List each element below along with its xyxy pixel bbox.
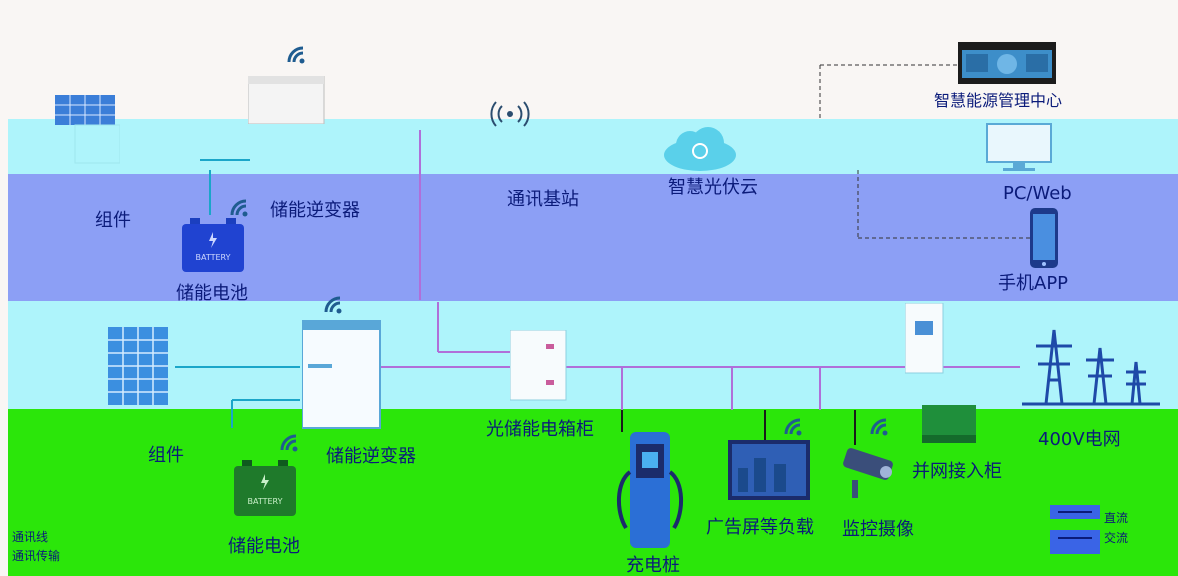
phone-icon xyxy=(1030,208,1058,268)
wifi-icon xyxy=(868,412,894,436)
ad-screen-icon xyxy=(728,440,810,500)
camera-label: 监控摄像 xyxy=(842,519,914,540)
top-battery-label: 储能电池 xyxy=(176,283,248,304)
legend-dc-line-icon xyxy=(1050,505,1100,519)
legend-comm-line: 通讯线 xyxy=(12,530,49,544)
cloud-icon xyxy=(664,127,736,171)
grid-label: 400V电网 xyxy=(1038,429,1121,450)
phone-label: 手机APP xyxy=(998,273,1069,294)
legend-comm-transfer: 通讯传输 xyxy=(12,549,61,563)
solar-panel-icon xyxy=(108,327,168,405)
grid-cabinet-label: 并网接入柜 xyxy=(912,461,1002,482)
band-green xyxy=(8,409,1178,576)
bottom-module-label: 组件 xyxy=(148,445,184,466)
camera-icon xyxy=(843,448,893,498)
wifi-icon xyxy=(322,290,348,314)
inverter-icon xyxy=(302,320,381,429)
battery-icon: BATTERY xyxy=(182,218,244,272)
center-label: 智慧能源管理中心 xyxy=(934,91,1063,110)
grid-cabinet-base-icon xyxy=(922,405,976,443)
legend-ac-line-icon xyxy=(1050,530,1100,554)
wifi-icon xyxy=(782,412,808,436)
top-inverter-label: 储能逆变器 xyxy=(270,200,360,221)
wifi-icon xyxy=(228,193,254,217)
battery-text: BATTERY xyxy=(248,497,283,506)
bottom-battery-label: 储能电池 xyxy=(228,536,300,557)
legend-dc: 直流 xyxy=(1104,511,1129,525)
monitor-wall-icon xyxy=(958,42,1056,84)
legend-ac: 交流 xyxy=(1104,531,1129,545)
band-mid-cyan xyxy=(8,301,1178,411)
power-tower-icon xyxy=(1022,329,1160,406)
cloud-label: 智慧光伏云 xyxy=(668,177,758,198)
charger-label: 充电桩 xyxy=(626,555,680,576)
bottom-inverter-label: 储能逆变器 xyxy=(326,446,416,467)
charger-icon xyxy=(616,432,684,548)
battery-icon: BATTERY xyxy=(234,460,296,516)
base-station-label: 通讯基站 xyxy=(507,189,579,210)
inverter-icon xyxy=(248,76,325,124)
solar-panel-icon xyxy=(55,95,120,164)
ad-screen-label: 广告屏等负载 xyxy=(706,517,814,538)
cabinet-label: 光储能电箱柜 xyxy=(486,419,594,440)
grid-cabinet-icon xyxy=(905,303,944,374)
pc-icon xyxy=(986,123,1052,171)
battery-text: BATTERY xyxy=(196,253,231,262)
wifi-icon xyxy=(285,40,311,64)
cabinet-icon xyxy=(510,330,567,401)
antenna-icon xyxy=(490,101,530,127)
wifi-icon xyxy=(278,428,304,452)
top-module-label: 组件 xyxy=(95,210,131,231)
pc-label: PC/Web xyxy=(1003,183,1072,204)
